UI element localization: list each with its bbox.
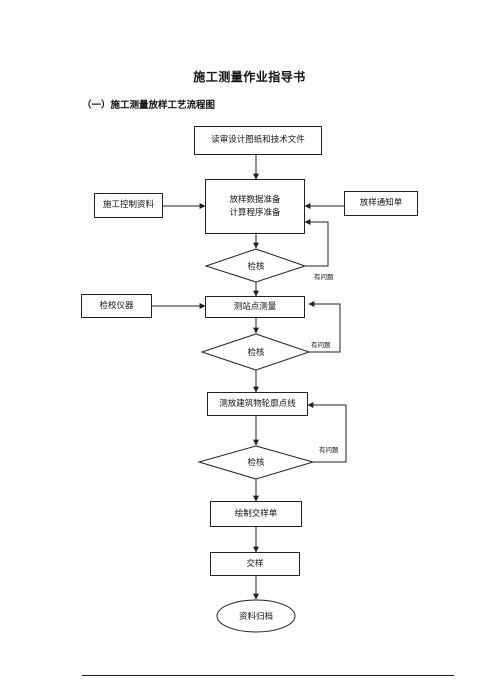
step-station-survey-label: 测站点测量 [233, 301, 277, 312]
step-review-drawings-label: 读审设计图纸和技术文件 [211, 135, 305, 145]
check1-label: 检核 [247, 262, 265, 272]
step-stakeout-outline: 测放建筑物轮廓点线 [207, 392, 308, 416]
step-draw-handover-sheet: 绘制交样单 [210, 501, 302, 527]
problem1-label: 有问题 [314, 273, 334, 281]
problem3-label: 有问题 [319, 446, 339, 454]
input-stakeout-notice-label: 放样通知单 [359, 198, 403, 208]
input-instrument-calibration: 检校仪器 [81, 294, 152, 318]
step-station-survey: 测站点测量 [205, 296, 305, 318]
decision-check2 [200, 333, 311, 371]
check2-label: 检核 [247, 348, 265, 358]
loop-check1-to-prep [304, 219, 329, 267]
input-control-data: 施工控制资料 [94, 193, 163, 218]
decision-check3 [197, 445, 315, 480]
step-draw-handover-sheet-label: 绘制交样单 [234, 508, 278, 519]
input-control-data-label: 施工控制资料 [102, 200, 154, 210]
footer-rule [82, 675, 454, 676]
section-heading: （一）施工测量放样工艺流程图 [82, 100, 216, 111]
step-stakeout-outline-label: 测放建筑物轮廓点线 [219, 398, 296, 409]
archive-label: 资料归档 [238, 612, 273, 622]
check3-label: 检核 [247, 458, 265, 468]
loop-check3-to-outline [307, 402, 347, 463]
step-handover-label: 交样 [246, 558, 264, 569]
terminal-archive [216, 599, 296, 633]
loop-check2-to-station [308, 301, 341, 353]
problem2-label: 有问题 [311, 341, 331, 349]
decision-check1 [204, 248, 307, 283]
step-review-drawings: 读审设计图纸和技术文件 [194, 126, 322, 155]
step-data-preparation-line2: 计算程序准备 [229, 207, 281, 218]
input-instrument-calibration-label: 检校仪器 [99, 300, 134, 311]
input-stakeout-notice: 放样通知单 [344, 191, 418, 216]
step-data-preparation-line1: 放样数据准备 [229, 194, 281, 205]
step-handover: 交样 [210, 552, 300, 576]
step-data-preparation: 放样数据准备 计算程序准备 [205, 179, 305, 234]
document-title: 施工测量作业指导书 [193, 70, 306, 84]
